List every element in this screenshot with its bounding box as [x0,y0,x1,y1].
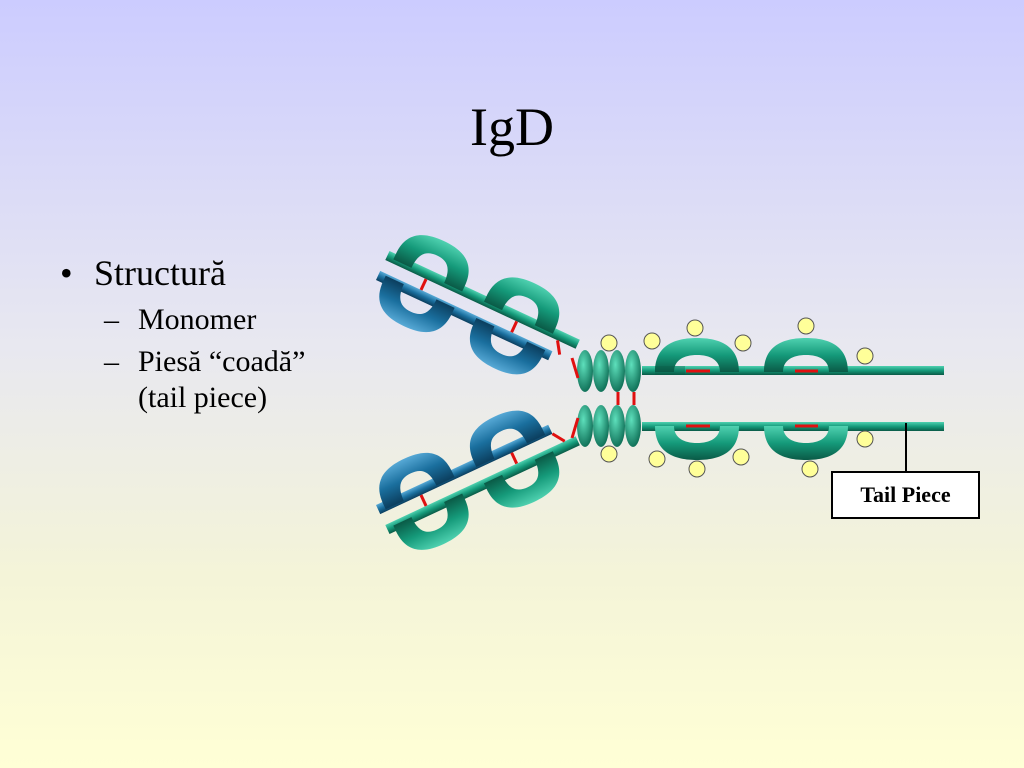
tail-piece-label-text: Tail Piece [860,482,951,507]
glycan-circle [801,460,819,478]
hinge-bead [609,350,625,392]
glycan-circle [643,332,661,350]
lower-heavy-chain [385,436,580,535]
glycan-circle [797,317,815,335]
bullet-structure: • Structură [60,252,390,294]
glycans [600,317,874,478]
disulfide-bond [510,320,519,333]
igd-structure-diagram [369,230,944,560]
glycan-circle [648,450,666,468]
subbullet-monomer: – Monomer [104,302,390,338]
hinge-bead [577,405,593,447]
glycan-circle [688,460,706,478]
bullet-list: • Structură – Monomer – Piesă “coadă” (t… [60,252,390,416]
bullet-structure-text: Structură [94,253,226,293]
subbullet-tail-piece-line2: (tail piece) [138,381,268,414]
disulfide-bond [419,278,428,291]
hinge-bead [593,405,609,447]
ch2-domain [655,338,739,372]
glycan-circle [856,347,874,365]
upper-fc-chain [642,338,944,375]
disulfide-bond [551,432,566,443]
subbullet-tail-piece-line1: Piesă “coadă” [138,345,306,378]
hinge-bead [625,405,641,447]
upper-heavy-tail [642,366,944,375]
upper-light-chain [375,270,553,361]
upper-heavy-chain [385,250,580,349]
ch2-domain [655,426,739,460]
lower-fc-chain [642,422,944,460]
upper-fab-arm [369,230,580,385]
dash-mark: – [104,303,119,336]
hinge-bead [577,350,593,392]
lower-heavy-tail [642,422,944,431]
hinge-bead [625,350,641,392]
subbullet-monomer-text: Monomer [138,303,257,336]
lower-light-chain [375,424,553,515]
lower-fab-arm [369,400,580,560]
slide-title: IgD [470,97,554,157]
subbullet-tail-piece-text: Piesă “coadă” (tail piece) [138,344,305,416]
subbullet-tail-piece: – Piesă “coadă” (tail piece) [104,344,390,416]
ch3-domain [764,426,848,460]
glycan-circle [856,430,874,448]
disulfide-bond [510,452,519,465]
glycan-circle [732,448,750,466]
ch3-domain [764,338,848,372]
hinge-region [570,350,641,447]
disulfide-bond [570,417,580,439]
bullet-dot: • [60,253,73,293]
disulfide-bond [556,340,562,355]
hinge-bead [593,350,609,392]
dash-mark: – [104,345,119,378]
glycan-circle [600,445,618,463]
glycan-circle [686,319,704,337]
glycan-circle [734,334,752,352]
glycan-circle [600,334,618,352]
tail-piece-label: Tail Piece [831,471,980,519]
hinge-bead [609,405,625,447]
disulfide-bond [419,494,428,507]
disulfide-bond [570,357,580,379]
